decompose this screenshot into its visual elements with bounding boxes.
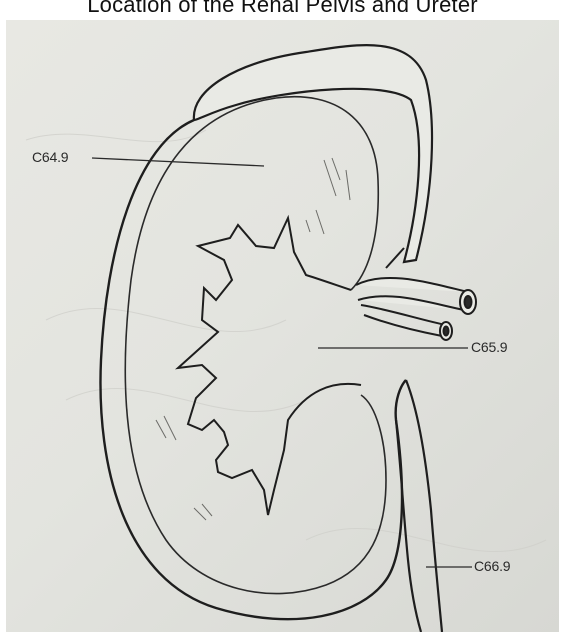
- renal-vessels: [356, 248, 476, 340]
- kidney-drawing: [6, 20, 559, 632]
- adrenal-gland: [194, 45, 432, 262]
- stipple-marks: [156, 158, 350, 520]
- kidney-outer-capsule: [100, 120, 406, 619]
- background-texture: [26, 130, 546, 552]
- renal-pelvis-outline: [178, 218, 361, 515]
- label-renal-pelvis-code: C65.9: [471, 339, 507, 355]
- kidney-cortex-line: [125, 98, 386, 594]
- label-kidney-code: C64.9: [32, 149, 68, 165]
- kidney-cortex-line-top: [276, 97, 378, 290]
- figure-caption: Location of the Renal Pelvis and Ureter: [0, 0, 565, 18]
- kidney-illustration: C64.9 C65.9 C66.9: [6, 20, 559, 632]
- leader-line-kidney: [92, 158, 264, 166]
- label-ureter-code: C66.9: [474, 558, 510, 574]
